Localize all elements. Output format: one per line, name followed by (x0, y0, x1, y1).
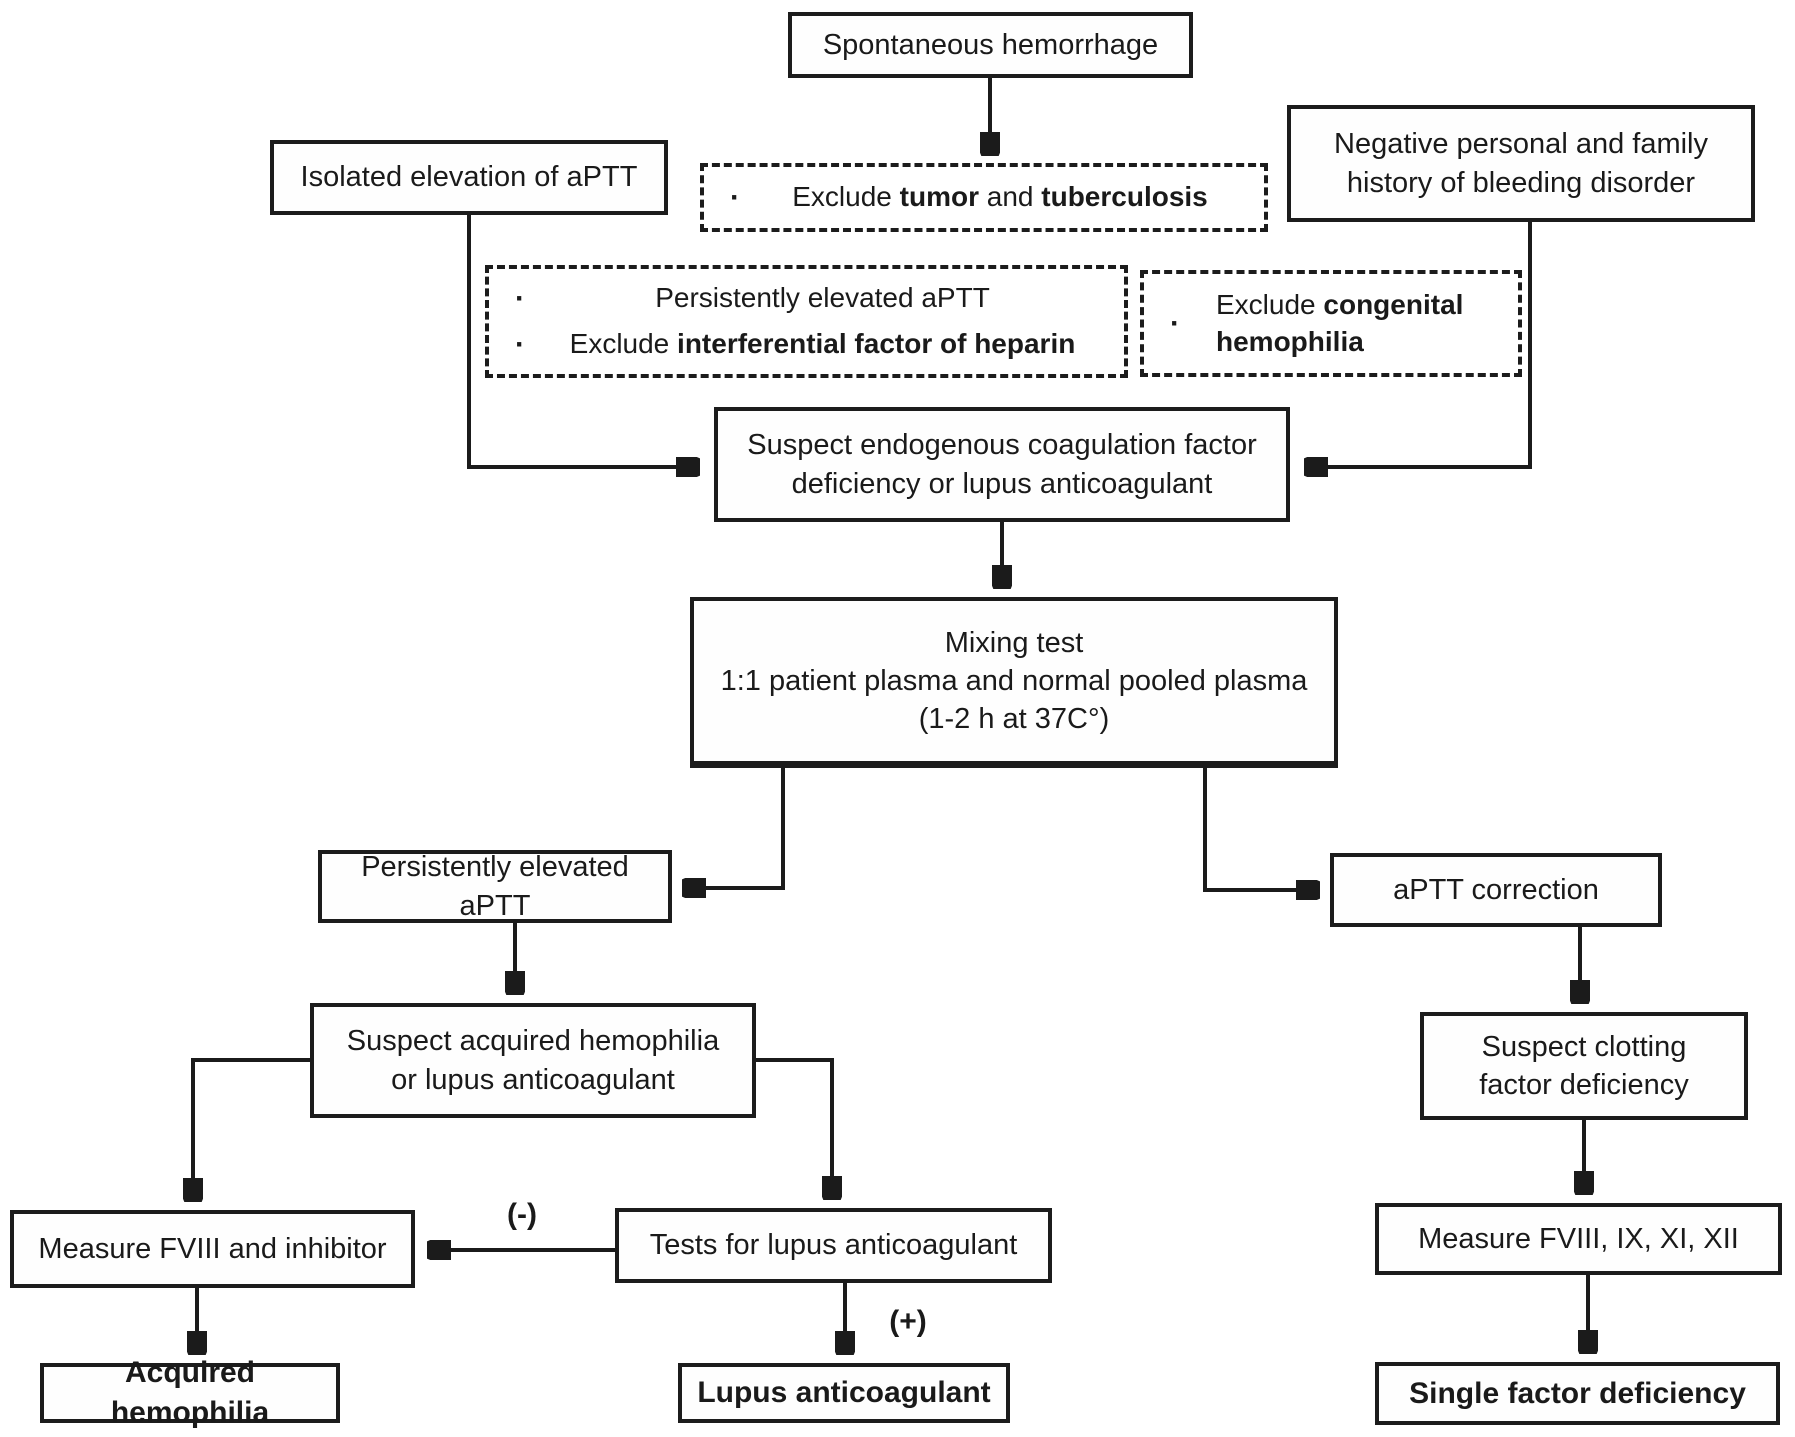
text-segment: Exclude (792, 181, 900, 213)
node-label: Measure FVIII, IX, XI, XII (1418, 1222, 1739, 1255)
node-isolated-elevation-aptt: Isolated elevation of aPTT (270, 140, 668, 215)
node-label: Measure FVIII and inhibitor (38, 1232, 387, 1265)
text-segment: Exclude (1216, 288, 1324, 320)
node-label: Acquired hemophilia (110, 1356, 270, 1429)
node-single-factor-deficiency: Single factor deficiency (1375, 1362, 1780, 1425)
bullet-icon: · (515, 327, 525, 361)
text-segment: Exclude (569, 327, 678, 359)
node-text: Suspect acquired hemophilia or lupus ant… (347, 1022, 719, 1099)
bullet-item: · Exclude tumor and tuberculosis (704, 178, 1264, 218)
node-line: Suspect endogenous coagulation factor (747, 429, 1257, 462)
node-text: Suspect endogenous coagulation factor de… (747, 426, 1256, 503)
node-line: 1:1 patient plasma and normal pooled pla… (720, 664, 1308, 697)
node-line: Suspect clotting (1481, 1030, 1687, 1063)
node-persistently-elevated-aptt: Persistently elevated aPTT (318, 850, 672, 923)
node-line: deficiency or lupus anticoagulant (791, 467, 1213, 500)
node-measure-factors: Measure FVIII, IX, XI, XII (1375, 1203, 1782, 1275)
arrow-mixing-to-aptt-correction (1203, 768, 1316, 890)
node-line: history of bleeding disorder (1346, 166, 1696, 199)
node-negative-history: Negative personal and family history of … (1287, 105, 1755, 222)
node-mixing-test: Mixing test 1:1 patient plasma and norma… (690, 597, 1338, 768)
node-label: Lupus anticoagulant (697, 1376, 991, 1410)
node-label: Single factor deficiency (1409, 1376, 1746, 1410)
bullet-list: · Exclude tumor and tuberculosis (704, 178, 1264, 218)
edge-label-negative: (-) (507, 1198, 537, 1231)
bullet-icon: · (1170, 306, 1180, 340)
node-line: or lupus anticoagulant (391, 1063, 675, 1096)
node-suspect-acquired-hemophilia: Suspect acquired hemophilia or lupus ant… (310, 1003, 756, 1118)
bullet-icon: · (515, 281, 525, 315)
node-exclude-tumor-tuberculosis: · Exclude tumor and tuberculosis (700, 163, 1268, 232)
text-segment: and (978, 181, 1042, 213)
node-acquired-hemophilia: Acquired hemophilia (40, 1356, 340, 1429)
node-suspect-endogenous: Suspect endogenous coagulation factor de… (714, 407, 1290, 522)
arrow-isolated-to-suspect-endogenous (467, 215, 696, 467)
bullet-item-text: Exclude interferential factor of heparin (561, 326, 1124, 363)
bullet-item: · Exclude interferential factor of hepar… (489, 325, 1124, 365)
node-label: aPTT correction (1393, 873, 1599, 906)
node-text: Mixing test 1:1 patient plasma and norma… (721, 624, 1308, 739)
node-measure-fviii-inhibitor: Measure FVIII and inhibitor (10, 1210, 415, 1288)
bullet-item-text: Exclude congenital hemophilia (1216, 287, 1518, 361)
bullet-item-text: Exclude tumor and tuberculosis (776, 179, 1264, 216)
arrow-mixing-to-persistently-elevated (686, 768, 785, 888)
arrow-acquired-to-measure-fviii (193, 1058, 310, 1198)
node-spontaneous-hemorrhage: Spontaneous hemorrhage (788, 12, 1193, 78)
node-persistent-exclude-heparin: · Persistently elevated aPTT · Exclude i… (485, 265, 1128, 378)
text-segment-bold: tumor (899, 181, 979, 213)
node-lupus-anticoagulant: Lupus anticoagulant (678, 1363, 1010, 1423)
bullet-item-text: Persistently elevated aPTT (655, 282, 990, 314)
node-label: Spontaneous hemorrhage (822, 28, 1159, 61)
node-line: factor deficiency (1479, 1069, 1689, 1101)
text-segment-bold: tuberculosis (1041, 181, 1208, 213)
arrow-history-to-suspect-endogenous (1308, 222, 1532, 467)
node-label: Tests for lupus anticoagulant (649, 1229, 1018, 1262)
node-label: Persistently elevated aPTT (361, 851, 629, 922)
bullet-list: · Persistently elevated aPTT · Exclude i… (489, 279, 1124, 364)
node-line: (1-2 h at 37C°) (918, 703, 1110, 736)
text-segment-bold: interferential factor of heparin (677, 327, 1076, 359)
node-text: Negative personal and family history of … (1334, 125, 1708, 202)
node-text: Suspect clotting factor deficiency (1479, 1028, 1689, 1105)
node-exclude-congenital-hemophilia: · Exclude congenital hemophilia (1140, 270, 1522, 377)
node-line: Suspect acquired hemophilia (346, 1025, 720, 1058)
node-suspect-clotting-deficiency: Suspect clotting factor deficiency (1420, 1012, 1748, 1120)
node-tests-lupus-anticoagulant: Tests for lupus anticoagulant (615, 1208, 1052, 1283)
text-segment-bold: congenital hemophilia (1216, 288, 1464, 357)
edge-label-positive: (+) (889, 1305, 927, 1338)
bullet-list: · Exclude congenital hemophilia (1144, 287, 1518, 361)
node-line: Negative personal and family (1334, 128, 1708, 161)
bullet-item: · Persistently elevated aPTT (489, 279, 1124, 319)
node-aptt-correction: aPTT correction (1330, 853, 1662, 927)
arrow-acquired-to-tests-lupus (756, 1058, 832, 1196)
bullet-icon: · (730, 180, 740, 214)
node-line: Mixing test (944, 626, 1084, 659)
node-label: Isolated elevation of aPTT (300, 161, 638, 194)
bullet-item: · Exclude congenital hemophilia (1144, 287, 1518, 361)
